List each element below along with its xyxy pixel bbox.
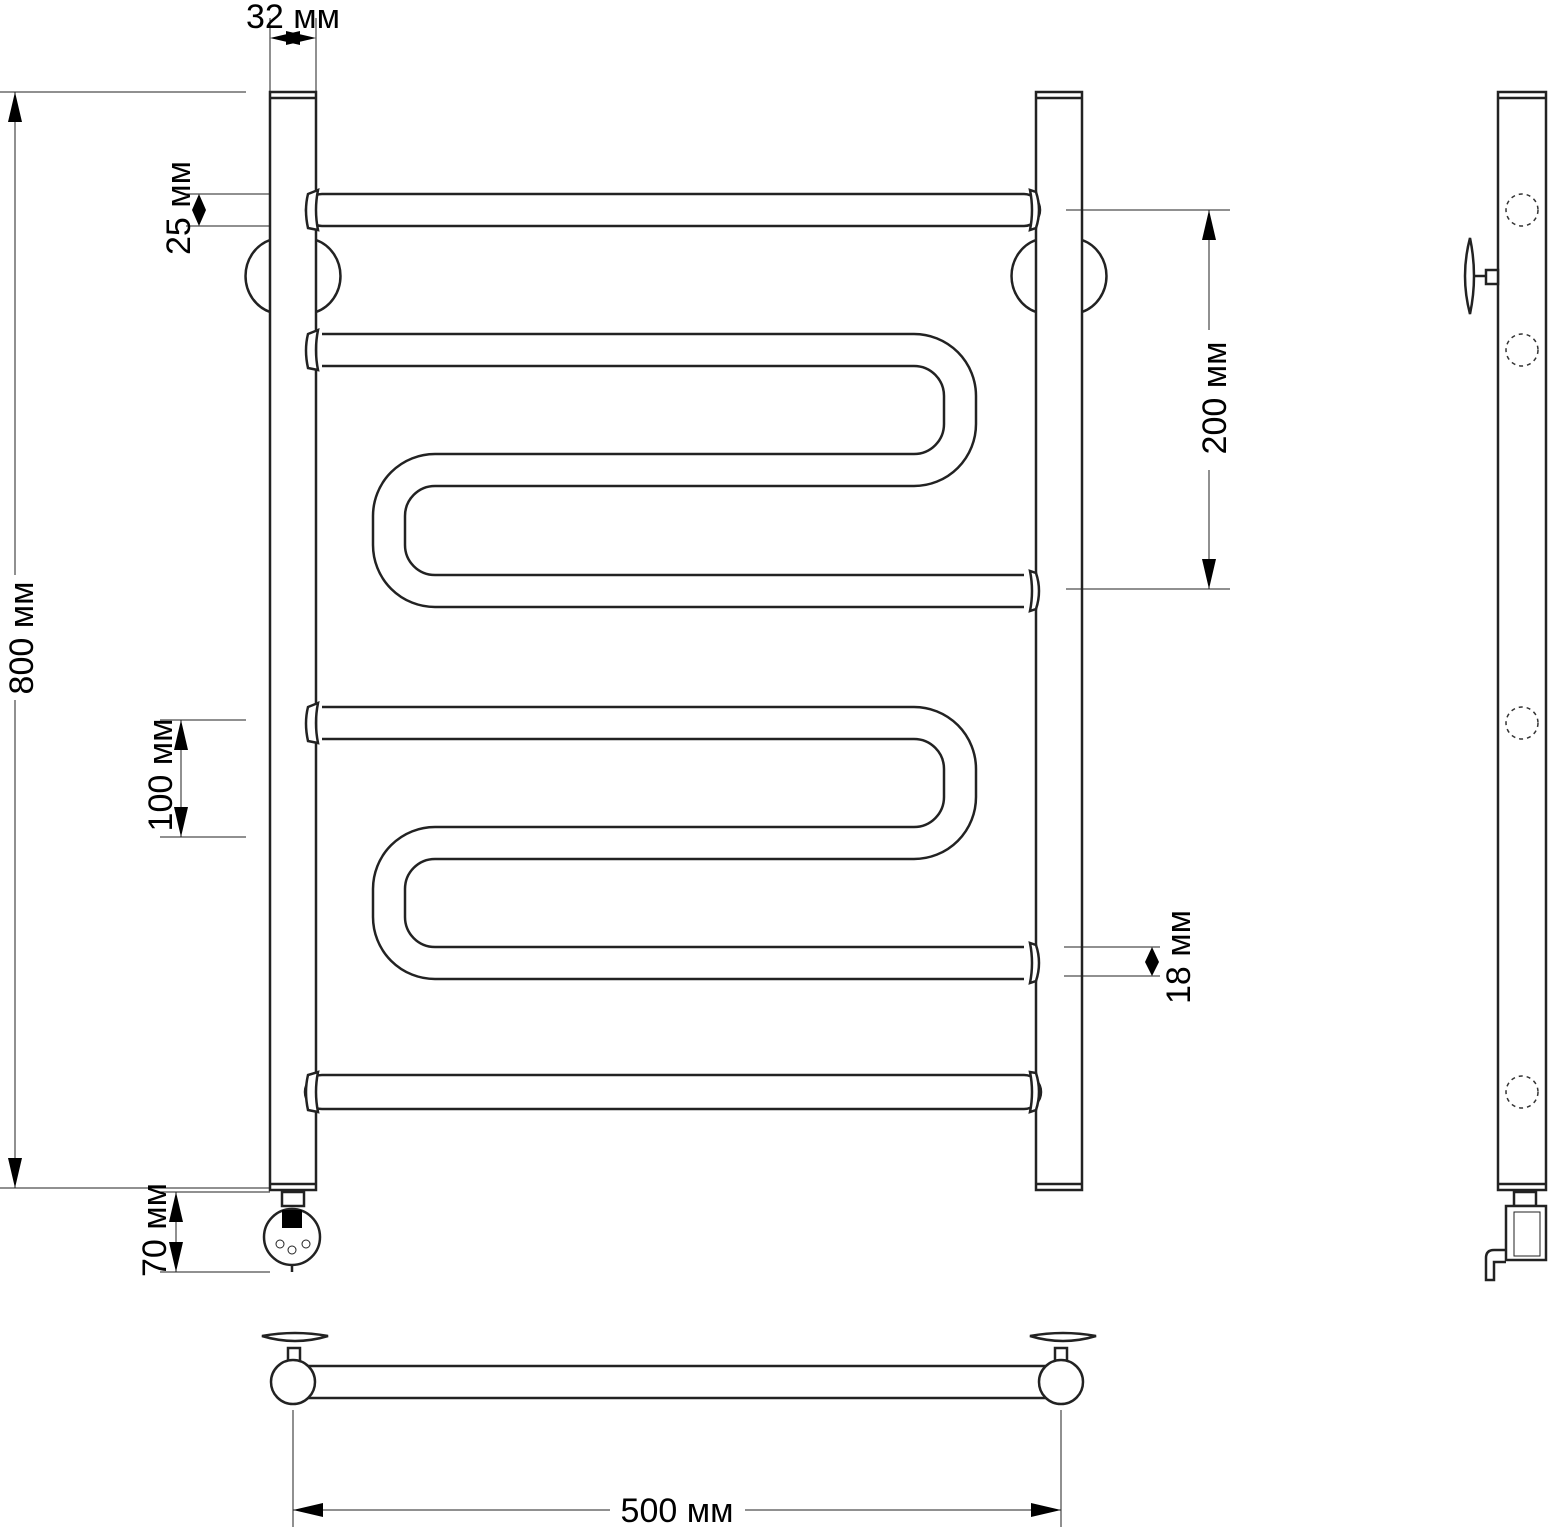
side-view bbox=[1463, 90, 1548, 1282]
dim-200: 200 мм bbox=[1066, 209, 1234, 590]
dim-25-label: 25 мм bbox=[160, 161, 198, 255]
fittings bbox=[304, 187, 1041, 1114]
top-view bbox=[261, 1331, 1097, 1406]
left-post bbox=[268, 90, 318, 1192]
dim-70: 70 мм bbox=[136, 1183, 270, 1277]
dim-18-label: 18 мм bbox=[1160, 910, 1198, 1004]
right-post bbox=[1034, 90, 1084, 1192]
dim-18: 18 мм bbox=[1064, 910, 1198, 1004]
dim-32: 32 мм bbox=[246, 0, 340, 92]
dim-500-label: 500 мм bbox=[621, 1492, 734, 1527]
serpentine-lower bbox=[322, 705, 1024, 949]
dim-32-label: 32 мм bbox=[246, 0, 340, 36]
dim-70-label: 70 мм bbox=[136, 1183, 174, 1277]
dim-800: 800 мм bbox=[0, 91, 270, 1189]
front-view bbox=[244, 90, 1108, 1272]
side-thermostat-icon bbox=[1484, 1190, 1548, 1282]
dim-800-label: 800 мм bbox=[3, 582, 41, 695]
bar-top bbox=[304, 192, 1042, 228]
thermostat-icon bbox=[262, 1190, 322, 1272]
dim-500: 500 мм bbox=[292, 1410, 1062, 1527]
bar-bottom bbox=[303, 1073, 1043, 1111]
side-bracket-icon bbox=[1463, 237, 1500, 315]
serpentine-upper bbox=[322, 332, 1024, 577]
dim-100: 100 мм bbox=[142, 719, 246, 838]
dim-25: 25 мм bbox=[160, 161, 270, 255]
dim-100-label: 100 мм bbox=[142, 719, 180, 832]
dim-200-label: 200 мм bbox=[1196, 342, 1234, 455]
